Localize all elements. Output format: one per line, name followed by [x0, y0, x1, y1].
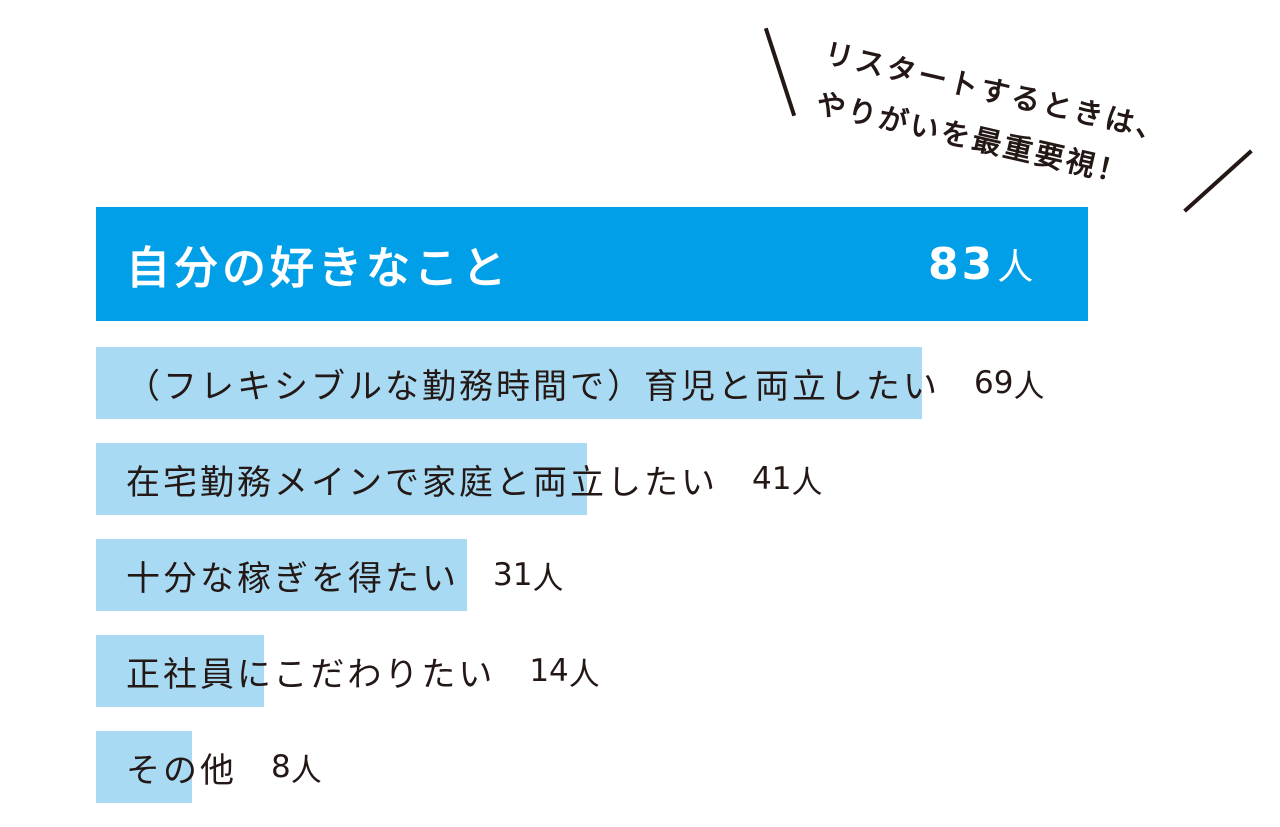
- bar-label: 自分の好きなこと: [126, 243, 510, 294]
- bar: [96, 539, 467, 611]
- bar-value-unit: 人: [568, 656, 600, 693]
- bar-value-label: 14: [529, 653, 569, 689]
- bar: [96, 443, 587, 515]
- bar: [96, 731, 192, 803]
- bar: [96, 207, 1088, 321]
- bar-label: 正社員にこだわりたい: [126, 654, 496, 695]
- bar-text: 自分の好きなこと: [126, 207, 510, 321]
- callout-left-slash: [763, 27, 797, 117]
- bar-value-label: 8: [271, 749, 291, 785]
- bar-value-unit: 人: [791, 464, 823, 501]
- bar-value-unit: 人: [1013, 368, 1045, 405]
- callout: リスタートするときは、 やりがいを最重要視！: [760, 18, 1260, 218]
- bar-label: その他: [126, 750, 237, 791]
- bar-value-unit: 人: [532, 560, 564, 597]
- bar-label: 在宅勤務メインで家庭と両立したい: [126, 462, 718, 503]
- bar-value-label: 83: [928, 238, 996, 290]
- bar-value-unit: 人: [997, 247, 1034, 288]
- callout-right-slash: [1183, 149, 1253, 213]
- bar: [96, 635, 264, 707]
- bar-value-unit: 人: [290, 752, 322, 789]
- bar-value-label: 41: [752, 461, 792, 497]
- bar: [96, 347, 922, 419]
- bar-label: （フレキシブルな勤務時間で）育児と両立したい: [126, 366, 940, 407]
- bar-value-label: 31: [493, 557, 533, 593]
- bar-label: 十分な稼ぎを得たい: [126, 558, 459, 599]
- bar-value-label: 69: [974, 365, 1014, 401]
